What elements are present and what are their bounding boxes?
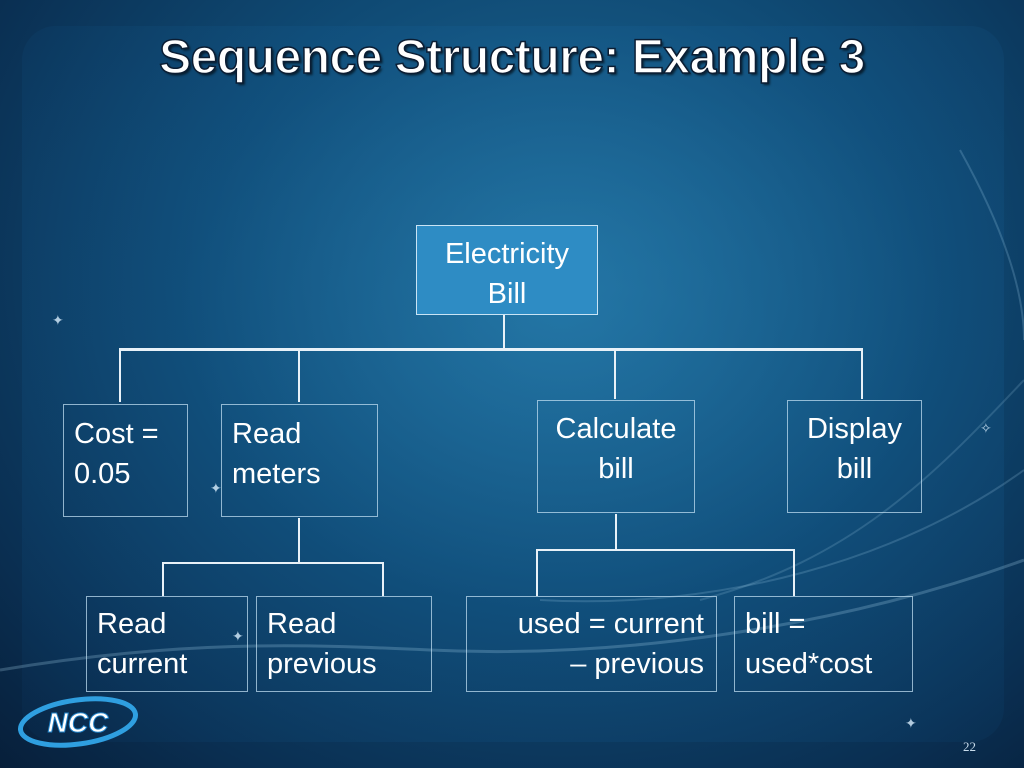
- connector-line: [162, 562, 383, 564]
- connector-line: [382, 562, 384, 596]
- node-label-line: meters: [232, 458, 321, 490]
- node-label-line: bill: [598, 453, 634, 485]
- node-used: used = current – previous: [466, 596, 717, 692]
- node-label-line: Bill: [487, 278, 527, 310]
- connector-line: [536, 549, 794, 551]
- node-label-line: used = current: [517, 608, 704, 640]
- node-label-line: previous: [267, 648, 377, 680]
- connector-line: [536, 549, 538, 596]
- slide-number: 22: [963, 739, 976, 754]
- node-label-line: Read: [267, 608, 337, 640]
- ncc-logo-text: NCC: [48, 707, 109, 738]
- node-bill: bill = used*cost: [734, 596, 913, 692]
- node-label-line: Display: [806, 413, 903, 445]
- connector-line: [298, 349, 300, 402]
- connector-line: [615, 514, 617, 550]
- node-label-line: Read: [232, 418, 302, 450]
- node-label-line: Electricity: [444, 238, 570, 270]
- node-label-line: Calculate: [555, 413, 677, 445]
- slide-title: Sequence Structure: Example 3: [158, 30, 866, 85]
- node-cost: Cost = 0.05: [63, 404, 188, 517]
- sparkle-decoration: ✦: [52, 312, 64, 328]
- connector-line: [614, 349, 616, 399]
- connector-line: [861, 349, 863, 399]
- connector-line: [793, 549, 795, 596]
- sparkle-decoration: ✦: [905, 715, 917, 731]
- connector-line: [119, 348, 863, 351]
- node-read-previous: Read previous: [256, 596, 432, 692]
- node-read-meters: Read meters: [221, 404, 378, 517]
- node-calculate-bill: Calculate bill: [537, 400, 695, 513]
- node-display-bill: Display bill: [787, 400, 922, 513]
- node-label-line: – previous: [570, 648, 704, 680]
- slide-frame: [22, 26, 1004, 742]
- node-electricity-bill: Electricity Bill: [416, 225, 598, 315]
- ncc-logo: NCC: [17, 696, 139, 748]
- node-label-line: used*cost: [745, 648, 873, 680]
- connector-line: [298, 518, 300, 563]
- connector-line: [162, 562, 164, 596]
- node-label-line: current: [97, 648, 188, 680]
- node-label-line: Read: [97, 608, 167, 640]
- sparkle-decoration: ✦: [210, 480, 222, 496]
- node-label-line: bill =: [745, 608, 806, 640]
- connector-line: [503, 314, 505, 350]
- sparkle-decoration: ✧: [980, 420, 992, 436]
- connector-line: [119, 349, 121, 402]
- node-label-line: 0.05: [74, 458, 131, 490]
- node-label-line: Cost =: [74, 418, 159, 450]
- node-read-current: Read current: [86, 596, 248, 692]
- sparkle-decoration: ✦: [232, 628, 244, 644]
- node-label-line: bill: [836, 453, 873, 485]
